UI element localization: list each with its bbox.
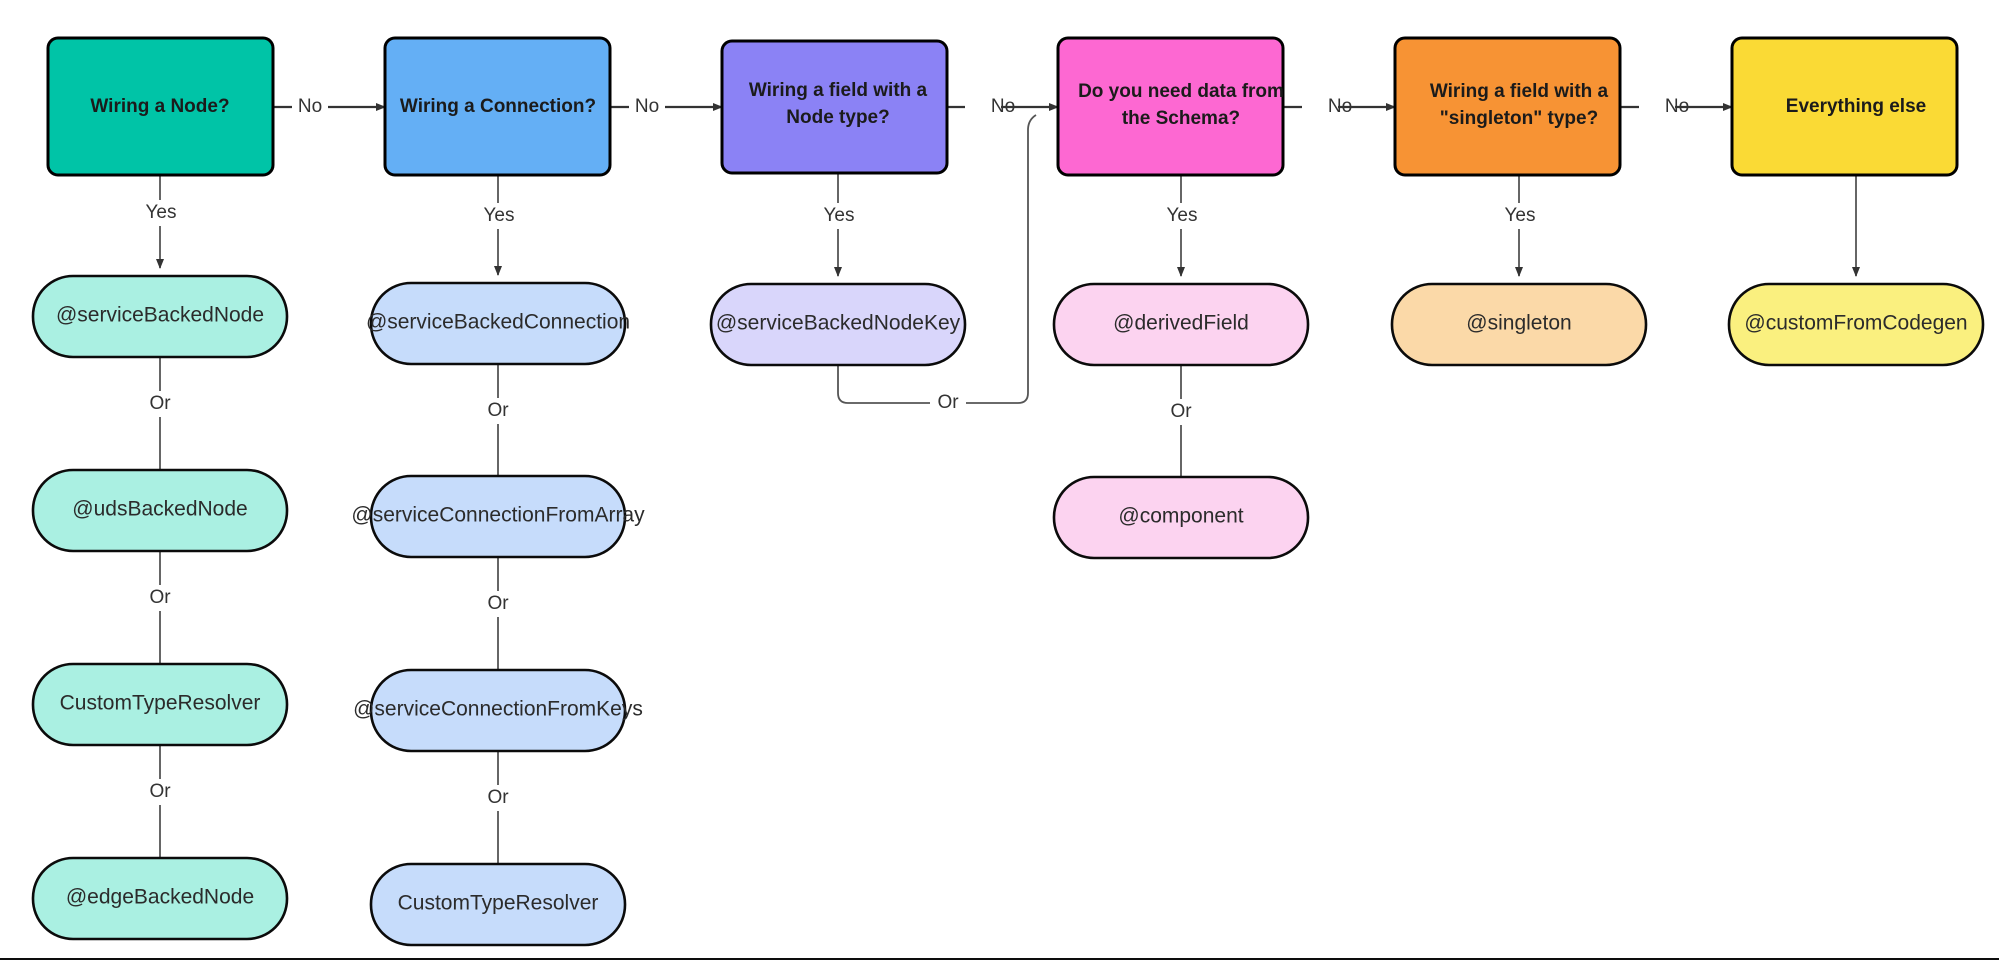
result-node-singleton[interactable]: @singleton <box>1390 282 1648 367</box>
result-node-shape[interactable] <box>1727 282 1985 367</box>
edge-or-col-node-1: Or <box>142 357 178 469</box>
edge-yes-col-nodetype: Yes <box>818 173 860 277</box>
edge-or-col-schema-1: Or <box>1163 365 1199 477</box>
decision-node-shape[interactable] <box>1056 36 1285 177</box>
edge-label-bg <box>930 390 966 416</box>
edge-no-singleton-to-everything: No <box>1620 93 1733 119</box>
decision-node-shape[interactable] <box>383 36 612 177</box>
decision-node-wiring-a-node[interactable]: Wiring a Node? <box>46 36 275 177</box>
decision-node-wiring-a-connection[interactable]: Wiring a Connection? <box>383 36 612 177</box>
edge-yes-col-schema: Yes <box>1161 175 1203 277</box>
edge-no-connection-to-nodetype: No <box>610 93 723 119</box>
edge-no-node-to-connection: No <box>273 93 386 119</box>
edge-label-bg <box>629 93 665 119</box>
edge-yes-col-singleton: Yes <box>1499 175 1541 277</box>
edge-label-bg <box>480 591 516 617</box>
decision-node-need-schema-data[interactable]: Do you need data from the Schema? <box>1056 36 1285 177</box>
edge-or-col-conn-3: Or <box>480 751 516 863</box>
result-node-udsbackednode[interactable]: @udsBackedNode <box>31 468 289 553</box>
edge-label-bg <box>142 585 178 611</box>
edge-label-bg <box>1499 203 1541 229</box>
edge-label-bg <box>480 785 516 811</box>
result-node-shape[interactable] <box>369 281 627 366</box>
edge-no-schema-to-singleton: No <box>1283 93 1396 119</box>
result-nodes-layer: @serviceBackedNode @udsBackedNode Custom… <box>31 274 1985 947</box>
result-node-servicebackednodekey[interactable]: @serviceBackedNodeKey <box>709 282 967 367</box>
result-node-shape[interactable] <box>369 474 627 559</box>
result-node-component[interactable]: @component <box>1052 475 1310 560</box>
edge-label-bg <box>1163 399 1199 425</box>
result-node-shape[interactable] <box>31 468 289 553</box>
edge-or-col-conn-1: Or <box>480 364 516 475</box>
edge-label-bg <box>142 779 178 805</box>
result-node-shape[interactable] <box>369 668 627 753</box>
edge-label-bg <box>818 203 860 229</box>
result-node-shape[interactable] <box>31 662 289 747</box>
result-node-serviceconnectionfromkeys[interactable]: @serviceConnectionFromKeys <box>353 668 643 753</box>
decision-node-shape[interactable] <box>720 39 949 175</box>
edge-or-col-node-2: Or <box>142 551 178 663</box>
edge-yes-col-node: Yes <box>140 175 182 269</box>
edge-label-bg <box>140 200 182 226</box>
result-node-edgebackednode[interactable]: @edgeBackedNode <box>31 856 289 941</box>
edge-or-col-node-3: Or <box>142 745 178 857</box>
result-node-shape[interactable] <box>709 282 967 367</box>
decision-node-shape[interactable] <box>46 36 275 177</box>
edge-label-bg <box>965 93 1001 119</box>
decision-node-shape[interactable] <box>1730 36 1959 177</box>
result-node-serviceconnectionfromarray[interactable]: @serviceConnectionFromArray <box>351 474 645 559</box>
result-node-shape[interactable] <box>1052 475 1310 560</box>
result-node-shape[interactable] <box>1390 282 1648 367</box>
decision-node-shape[interactable] <box>1393 36 1622 177</box>
edge-yes-col-connection: Yes <box>478 175 520 276</box>
result-node-shape[interactable] <box>369 862 627 947</box>
edge-no-nodetype-to-schema: No <box>946 93 1059 119</box>
decision-node-field-with-node-type[interactable]: Wiring a field with a Node type? <box>720 39 949 175</box>
footer-divider <box>0 958 1999 960</box>
decision-node-everything-else[interactable]: Everything else <box>1730 36 1959 177</box>
edge-label-bg <box>1639 93 1675 119</box>
result-node-shape[interactable] <box>31 274 289 359</box>
result-node-derivedfield[interactable]: @derivedField <box>1052 282 1310 367</box>
edge-or-col-conn-2: Or <box>480 557 516 669</box>
result-node-customfromcodegen[interactable]: @customFromCodegen <box>1727 282 1985 367</box>
result-node-shape[interactable] <box>31 856 289 941</box>
edge-label-bg <box>1161 203 1203 229</box>
decision-node-field-with-singleton-type[interactable]: Wiring a field with a "singleton" type? <box>1393 36 1622 177</box>
edge-label-bg <box>478 203 520 229</box>
edge-label-bg <box>142 391 178 417</box>
result-node-servicebackednode[interactable]: @serviceBackedNode <box>31 274 289 359</box>
edge-label-bg <box>1302 93 1338 119</box>
result-node-servicebackedconnection[interactable]: @serviceBackedConnection <box>366 281 630 366</box>
edge-label-bg <box>292 93 328 119</box>
edge-label-bg <box>480 398 516 424</box>
result-node-customtyperesolver-c2[interactable]: CustomTypeResolver <box>369 862 627 947</box>
result-node-shape[interactable] <box>1052 282 1310 367</box>
result-node-customtyperesolver-c1[interactable]: CustomTypeResolver <box>31 662 289 747</box>
